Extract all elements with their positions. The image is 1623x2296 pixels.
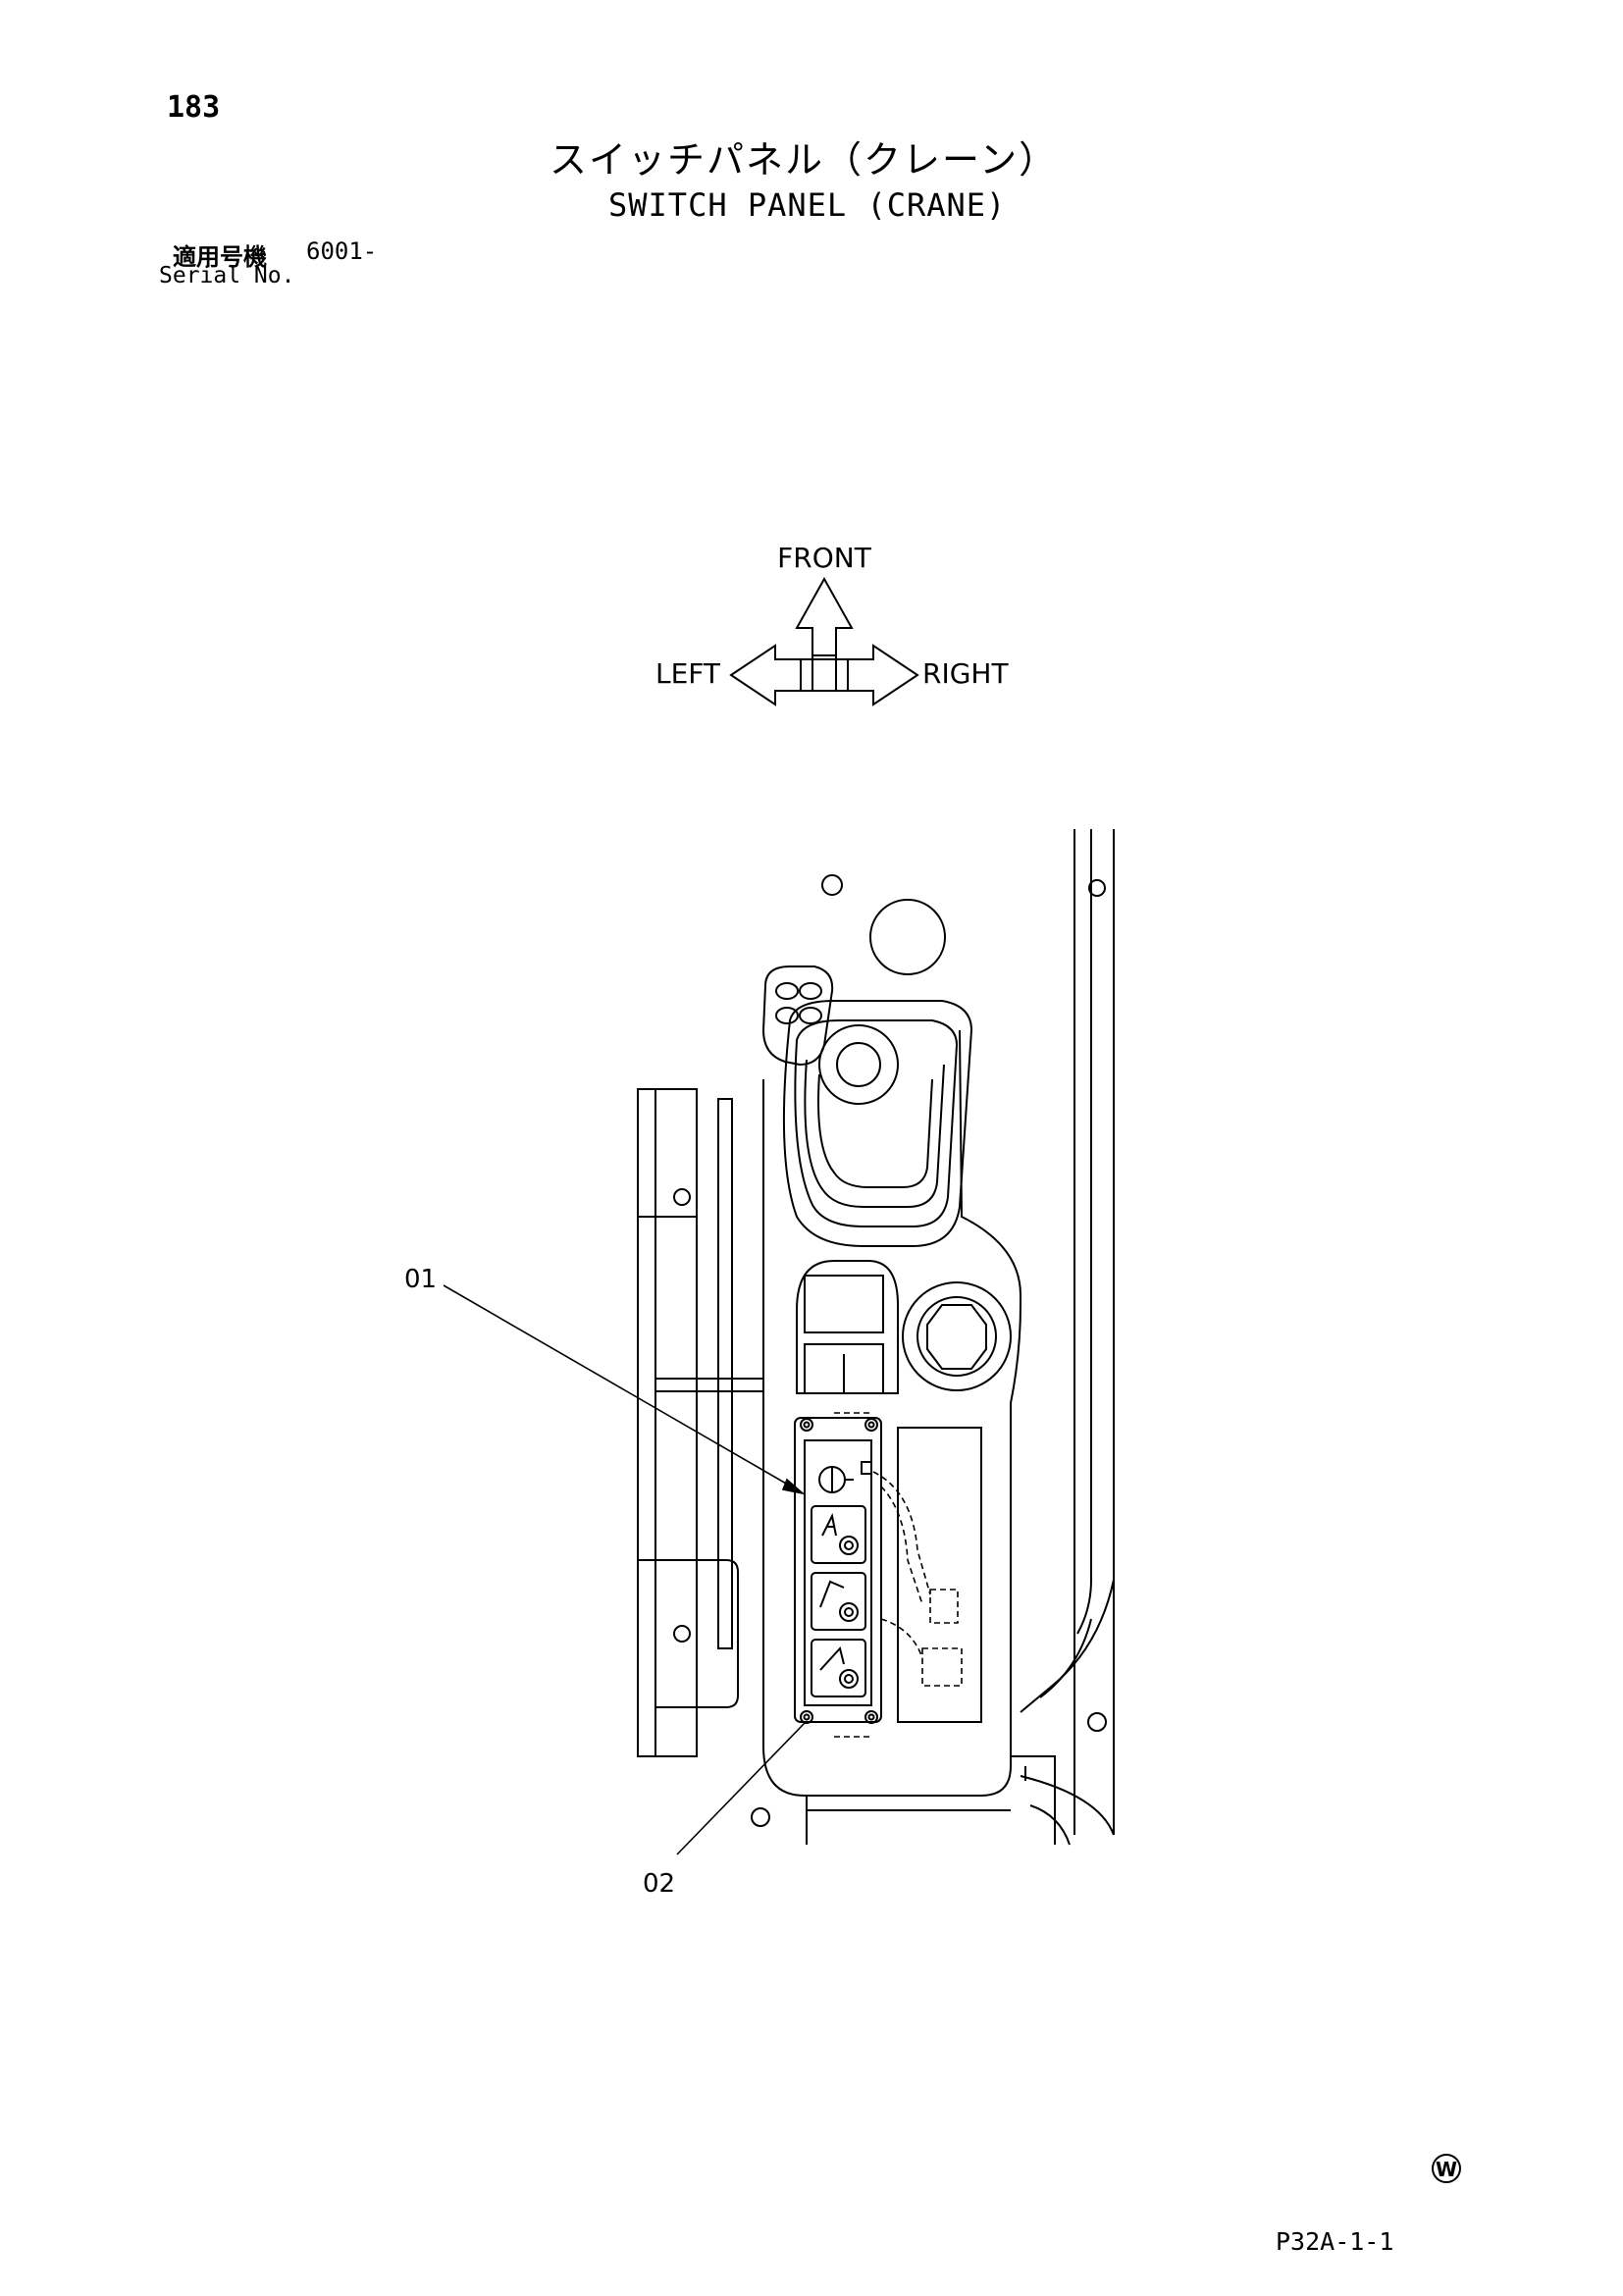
page-title-english: SWITCH PANEL (CRANE)	[608, 186, 1007, 224]
label-right: RIGHT	[922, 657, 1009, 690]
page-number: 183	[167, 90, 221, 125]
circled-mark-letter: W	[1436, 2158, 1457, 2181]
circled-mark-icon	[1432, 2154, 1461, 2183]
serial-label-english: Serial No.	[159, 263, 295, 288]
switch-panel	[794, 1417, 882, 1724]
page-code: P32A-1-1	[1276, 2227, 1394, 2256]
orientation-arrow	[729, 576, 919, 706]
serial-number-value: 6001-	[306, 237, 378, 265]
callout-01: 01	[404, 1265, 437, 1294]
hidden-harness	[834, 1412, 963, 1738]
callout-leaders	[443, 1284, 806, 1855]
label-front: FRONT	[777, 542, 872, 574]
label-left: LEFT	[655, 657, 721, 690]
serial-label-japanese: 適用号機	[173, 243, 267, 271]
callout-02: 02	[643, 1869, 675, 1899]
page-title-japanese: スイッチパネル（クレーン）	[550, 138, 1059, 182]
console-outline	[637, 829, 1115, 1846]
